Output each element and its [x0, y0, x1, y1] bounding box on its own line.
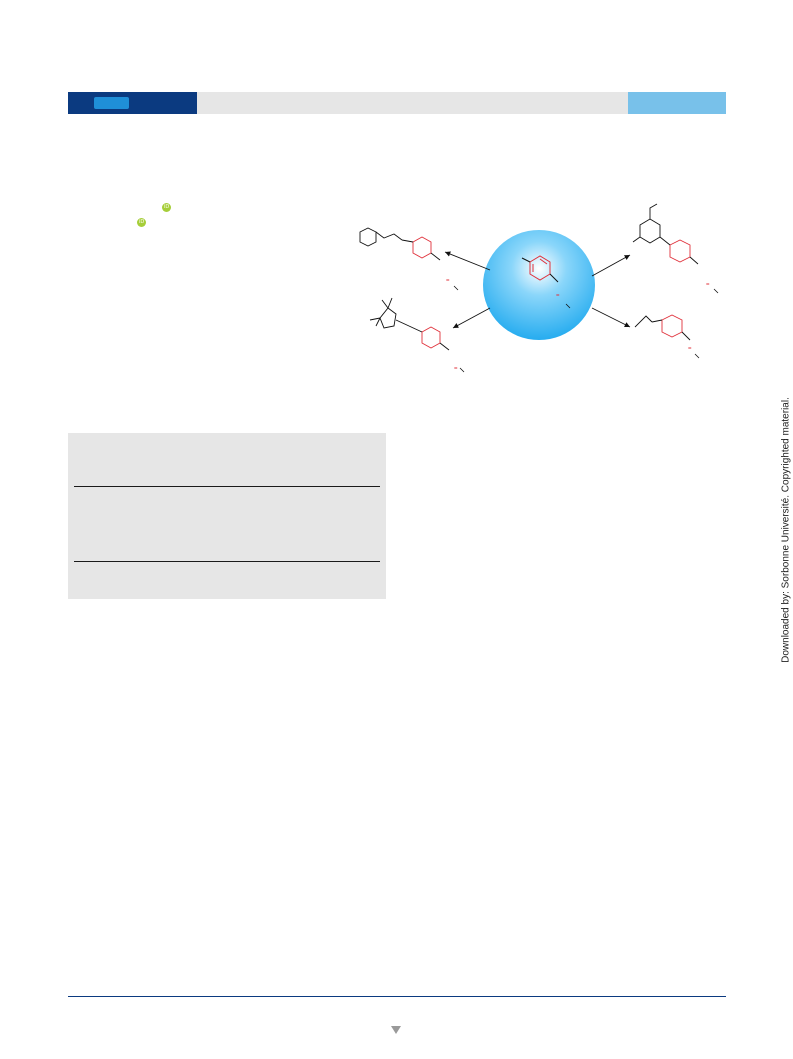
product-boronate [369, 297, 450, 351]
svg-text:=: = [688, 346, 692, 352]
arrow-bottom-left [452, 307, 491, 329]
download-notice-text: Downloaded by: Sorbonne Université. Copy… [780, 397, 792, 663]
arrow-top-left [444, 251, 491, 271]
svg-text:=: = [556, 293, 560, 299]
svg-text:=: = [454, 366, 458, 372]
journal-header-bar [68, 92, 726, 114]
footer-rule [68, 996, 726, 997]
key-words-box [68, 433, 386, 599]
triangle-down-icon[interactable] [391, 1026, 401, 1034]
box-divider [74, 486, 380, 487]
arrow-bottom-right [591, 307, 631, 328]
orcid-icon[interactable]: iD [162, 203, 171, 212]
product-biaryl [632, 203, 699, 265]
svg-text:=: = [446, 278, 450, 284]
journal-header-right-block [628, 92, 726, 114]
journal-section-pill [94, 97, 129, 109]
product-styrene [634, 314, 691, 341]
product-stilbene [359, 227, 441, 261]
graphical-abstract: = = = = = [359, 203, 719, 373]
arrow-top-right [591, 254, 631, 277]
journal-header-left-block [68, 92, 197, 114]
box-divider [74, 561, 380, 562]
central-sphere [483, 230, 595, 340]
svg-text:=: = [706, 282, 710, 288]
orcid-icon[interactable]: iD [137, 218, 146, 227]
